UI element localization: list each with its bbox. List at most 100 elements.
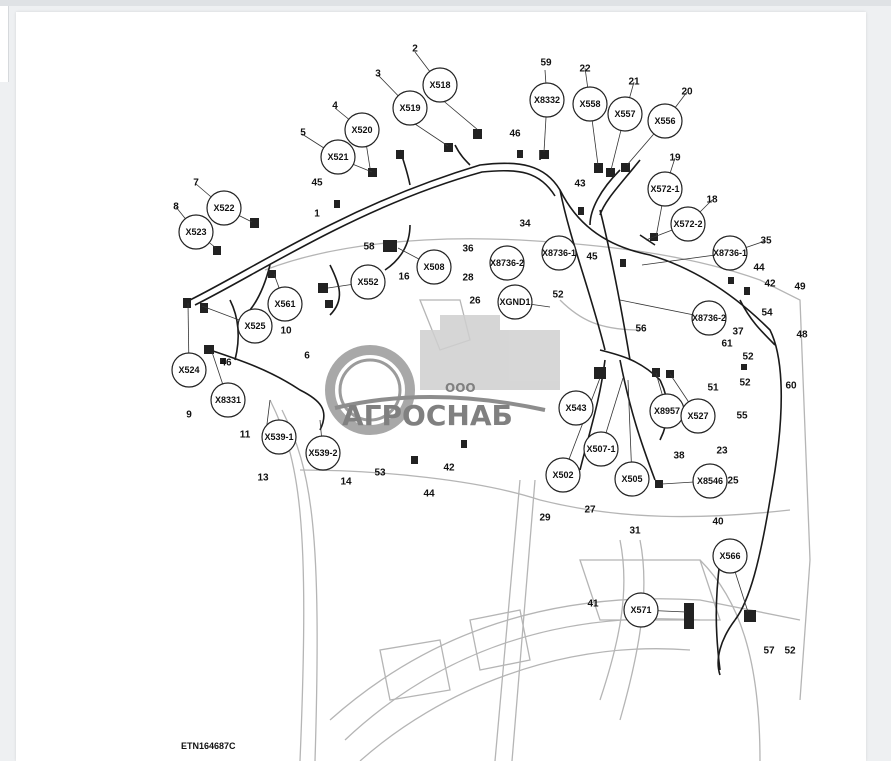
number-58: 58 (363, 242, 375, 253)
number-14: 14 (340, 477, 352, 488)
number-28: 28 (462, 273, 474, 284)
number-13: 13 (257, 473, 269, 484)
callout-x505: X505 (621, 474, 642, 484)
number-52: 52 (784, 646, 796, 657)
left-panel-edge (0, 6, 9, 82)
callout-x8331: X8331 (215, 395, 241, 405)
number-51-lower: 52 (739, 378, 751, 389)
number-19: 19 (669, 153, 681, 164)
number-51-center: 52 (552, 290, 564, 301)
number-22: 22 (579, 64, 591, 75)
number-34: 34 (519, 219, 531, 230)
callout-x572-1: X572-1 (650, 184, 679, 194)
number-48: 48 (796, 330, 808, 341)
number-11: 11 (240, 430, 251, 441)
callout-x507-1: X507-1 (586, 444, 615, 454)
number-8: 8 (173, 202, 179, 213)
number-10: 10 (280, 326, 292, 337)
number-1: 1 (314, 209, 320, 220)
number-26: 26 (469, 296, 481, 307)
number-20: 20 (681, 87, 693, 98)
number-25: 25 (727, 476, 739, 487)
number-6: 6 (304, 351, 310, 362)
callout-x558: X558 (579, 99, 600, 109)
number-5: 5 (300, 128, 306, 139)
callout-x572-2: X572-2 (673, 219, 702, 229)
callout-x8736-1-right: X8736-1 (713, 248, 747, 258)
number-40: 40 (712, 517, 724, 528)
number-44-right: 44 (753, 263, 765, 274)
number-21: 21 (628, 77, 640, 88)
number-42-right: 42 (764, 279, 776, 290)
number-45-left: 45 (311, 178, 323, 189)
number-18: 18 (706, 195, 718, 206)
callout-x561: X561 (274, 299, 295, 309)
callout-x8736-1-center: X8736-1 (542, 248, 576, 258)
callout-x539-2: X539-2 (308, 448, 337, 458)
number-9: 9 (186, 410, 192, 421)
number-42-bottom: 42 (443, 463, 455, 474)
number-4: 4 (332, 101, 338, 112)
callout-circles (171, 67, 748, 628)
number-36: 36 (462, 244, 474, 255)
number-16: 16 (398, 272, 410, 283)
top-border (0, 0, 891, 6)
callout-x524: X524 (178, 365, 199, 375)
number-56: 56 (635, 324, 647, 335)
number-27: 27 (584, 505, 596, 516)
number-23: 23 (716, 446, 728, 457)
number-54: 54 (761, 308, 773, 319)
callout-x8736-2-right: X8736-2 (692, 313, 726, 323)
number-37: 37 (732, 327, 744, 338)
callout-x519: X519 (399, 103, 420, 113)
cab-frame (264, 238, 811, 761)
callout-x527: X527 (687, 411, 708, 421)
watermark-name: АГРОСНАБ (342, 399, 513, 432)
callout-x557: X557 (614, 109, 635, 119)
callout-x502: X502 (552, 470, 573, 480)
number-3: 3 (375, 69, 381, 80)
callout-x8332: X8332 (534, 95, 560, 105)
callout-x521: X521 (327, 152, 348, 162)
callout-labels: X518 X519 X520 X521 X522 X523 X524 X525 … (178, 80, 747, 615)
callout-x8546: X8546 (697, 476, 723, 486)
callout-x566: X566 (719, 551, 740, 561)
number-38: 38 (673, 451, 685, 462)
number-61: 61 (721, 339, 733, 350)
callout-x8957: X8957 (654, 406, 680, 416)
number-53: 53 (374, 468, 386, 479)
number-57: 57 (763, 646, 775, 657)
callout-x8736-2-center: X8736-2 (490, 258, 524, 268)
callout-x518: X518 (429, 80, 450, 90)
callout-x523: X523 (185, 227, 206, 237)
callout-x552: X552 (357, 277, 378, 287)
number-7: 7 (193, 178, 199, 189)
number-59: 59 (540, 58, 552, 69)
number-55: 55 (736, 411, 748, 422)
number-35: 35 (760, 236, 772, 247)
number-41: 41 (587, 599, 599, 610)
number-2: 2 (412, 44, 418, 55)
callout-numbers: 2 3 4 5 7 8 9 10 11 13 14 6 58 28 59 22 … (173, 44, 808, 657)
callout-x522: X522 (213, 203, 234, 213)
number-50: 51 (707, 383, 719, 394)
number-45-right: 45 (586, 252, 598, 263)
callout-x556: X556 (654, 116, 675, 126)
number-46-top: 46 (509, 129, 521, 140)
connector-blocks (183, 129, 756, 629)
number-49: 49 (794, 282, 806, 293)
watermark-prefix: ООО (445, 381, 476, 395)
number-60: 60 (785, 381, 797, 392)
number-51-right: 52 (742, 352, 754, 363)
number-46-left: 46 (220, 358, 232, 369)
callout-x525: X525 (244, 321, 265, 331)
watermark: ООО АГРОСНАБ (325, 315, 560, 435)
callout-xgnd1: XGND1 (499, 297, 530, 307)
callout-x508: X508 (423, 262, 444, 272)
callout-x539-1: X539-1 (264, 432, 293, 442)
callout-x543: X543 (565, 403, 586, 413)
callout-x571: X571 (630, 605, 651, 615)
number-29: 29 (539, 513, 551, 524)
number-31: 31 (629, 526, 641, 537)
